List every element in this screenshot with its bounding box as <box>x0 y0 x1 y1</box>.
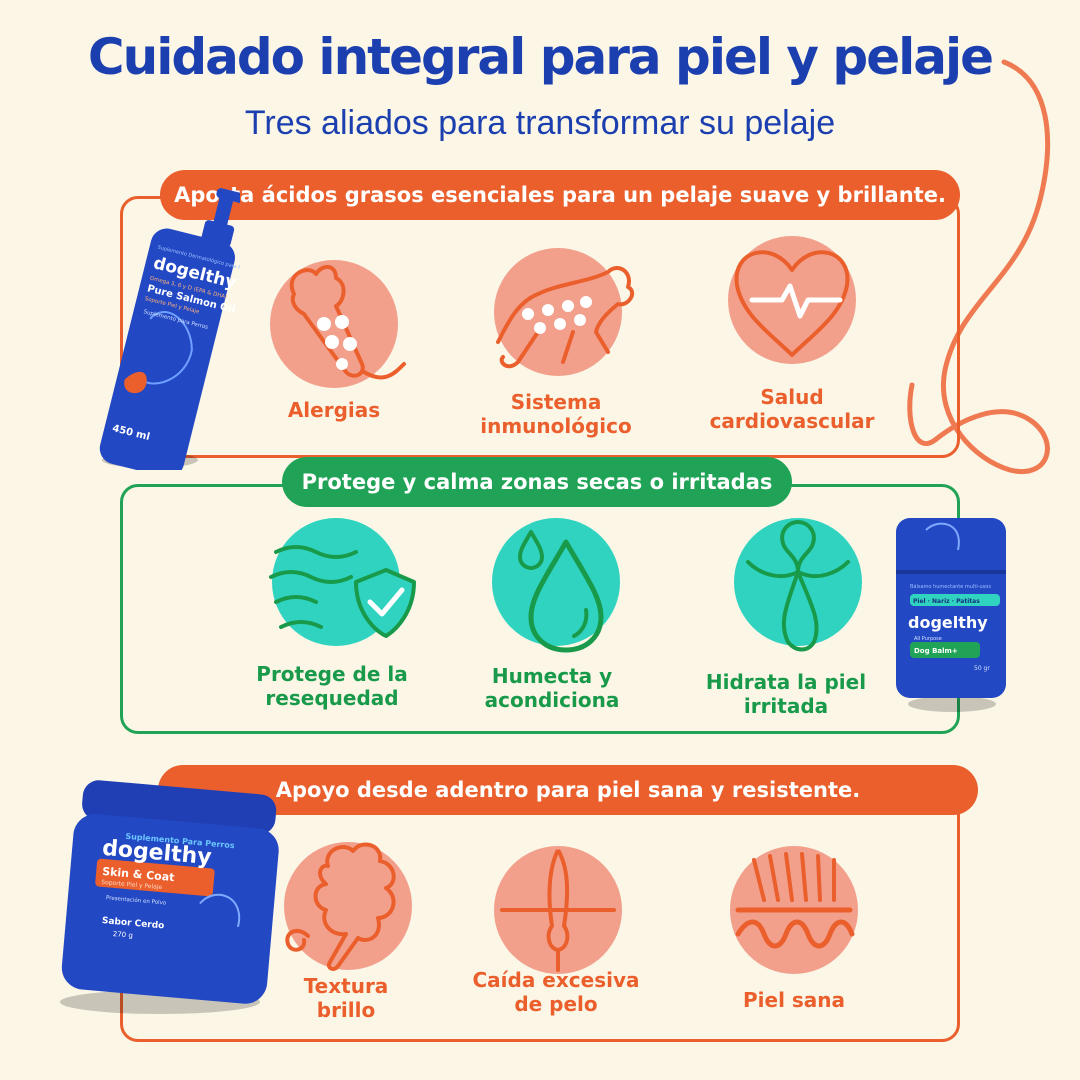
hair-follicle-icon <box>500 848 616 972</box>
healthy-skin-icon <box>735 852 855 949</box>
balm-tags: Piel · Nariz · Patitas <box>913 598 980 605</box>
jar-name: Skin & Coat <box>102 865 175 884</box>
label-line: Hidrata la piel <box>705 670 867 694</box>
label-line: Protege de la <box>256 662 408 686</box>
balm-brand: dogelthy <box>908 613 988 632</box>
allergy-circle <box>270 260 406 388</box>
label-protege-resequedad: Protege de la resequedad <box>222 662 442 710</box>
label-line: Piel sana <box>742 988 846 1012</box>
label-line: Caída excesiva <box>472 968 640 992</box>
hair-loss-circle <box>494 846 622 974</box>
label-humecta-acondiciona: Humecta y acondiciona <box>442 664 662 712</box>
allergy-paw-icon <box>289 265 406 380</box>
label-line: resequedad <box>265 686 399 710</box>
label-line: cardiovascular <box>709 409 875 433</box>
heart-pulse-icon <box>734 250 850 357</box>
label-salud-cardiovascular: Salud cardiovascular <box>682 385 902 433</box>
label-line: Textura <box>303 974 389 998</box>
cardio-circle <box>728 236 856 364</box>
texture-circle <box>284 842 412 971</box>
salmon-oil-bottle: Suplemento Dermatológico para Perros dog… <box>99 188 240 470</box>
section-1-banner: Aporta ácidos grasos esenciales para un … <box>160 170 960 220</box>
protect-circle <box>269 518 416 646</box>
soothe-circle <box>734 518 862 652</box>
section-3-banner: Apoyo desde adentro para piel sana y res… <box>158 765 978 815</box>
label-line: Sistema <box>510 390 602 414</box>
label-line: Salud <box>760 385 824 409</box>
label-line: brillo <box>316 998 376 1022</box>
nose-paw-icon <box>746 520 850 652</box>
balm-line1: All Purpose <box>914 636 942 642</box>
label-line: inmunológico <box>480 414 632 438</box>
dog-balm-stick: Bálsamo humectante multi-usos Piel · Nar… <box>896 518 1006 712</box>
skin-coat-jar: Suplemento Para Perros dogelthy Skin & C… <box>60 780 279 1014</box>
label-line: acondiciona <box>484 688 620 712</box>
balm-name: Dog Balm+ <box>914 647 958 655</box>
page-title: Cuidado integral para piel y pelaje <box>87 28 994 86</box>
label-line: de pelo <box>514 992 598 1016</box>
balm-weight: 50 gr <box>974 665 990 672</box>
jar-weight: 270 g <box>113 930 134 940</box>
page-subtitle: Tres aliados para transformar su pelaje <box>244 104 836 142</box>
label-caida-pelo: Caída excesiva de pelo <box>446 968 666 1016</box>
section-2-banner: Protege y calma zonas secas o irritadas <box>282 457 792 507</box>
label-piel-sana: Piel sana <box>684 988 904 1012</box>
label-alergias: Alergias <box>224 398 444 422</box>
label-sistema-inmunologico: Sistema inmunológico <box>446 390 666 438</box>
balm-top-text: Bálsamo humectante multi-usos <box>910 583 991 590</box>
shield-skin-icon <box>269 545 416 638</box>
label-line: Alergias <box>287 398 381 422</box>
label-line: irritada <box>743 694 829 718</box>
label-textura-brillo: Textura brillo <box>236 974 456 1022</box>
dog-immune-icon <box>496 266 635 369</box>
water-drops-icon <box>518 530 604 653</box>
healthy-skin-circle <box>730 846 858 974</box>
immune-circle <box>494 248 635 376</box>
label-hidrata-piel: Hidrata la piel irritada <box>676 670 896 718</box>
curly-coat-icon <box>285 842 396 971</box>
label-line: Humecta y <box>491 664 613 688</box>
hydrate-circle <box>492 518 620 653</box>
